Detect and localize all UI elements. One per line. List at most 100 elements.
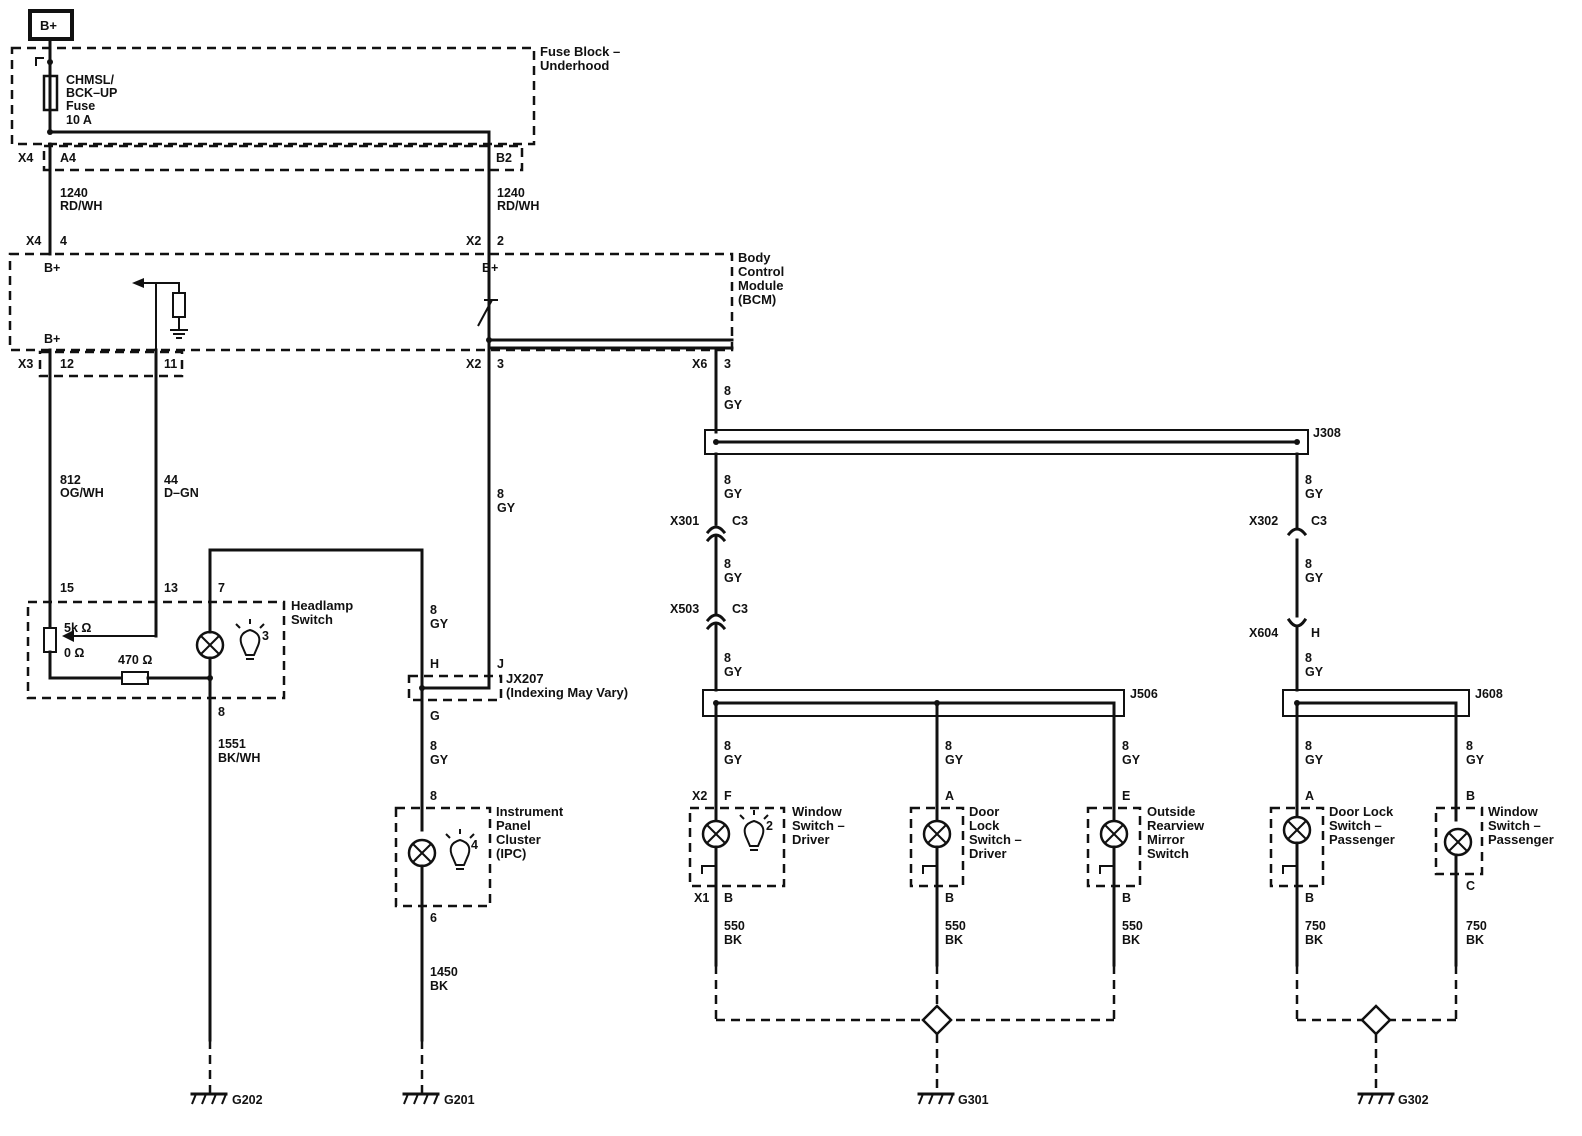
bcm-x2-top: X2 (466, 234, 481, 248)
wire-8-color-f: GY (1122, 753, 1141, 767)
wire-8-color-d: GY (724, 753, 743, 767)
chassis-ground-icon (917, 1092, 955, 1105)
ground-tap-icon (1099, 865, 1114, 874)
wire-1450-circuit: 1450 (430, 965, 458, 979)
x301-pin: C3 (732, 514, 748, 528)
ground-tap-icon (922, 865, 937, 874)
inline-x302: X302 C3 (1249, 514, 1327, 546)
ground-bus-g301 (714, 965, 1116, 1094)
wire-550-color-a: BK (724, 933, 742, 947)
window-driver-title-2: Switch – (792, 818, 845, 833)
bcm-bplus-left: B+ (44, 261, 60, 275)
wire-8-circuit-i: 8 (1305, 651, 1312, 665)
mirror-title-4: Switch (1147, 846, 1189, 861)
x604-label: X604 (1249, 626, 1278, 640)
g301-label: G301 (958, 1093, 989, 1107)
bcm-x6-pin: 3 (724, 357, 731, 371)
j506-label: J506 (1130, 687, 1158, 701)
window-driver-x2: X2 (692, 789, 707, 803)
window-pass-title-2: Switch – (1488, 818, 1541, 833)
wire-8-circuit-j: 8 (1305, 739, 1312, 753)
wire-8-circuit-ipc: 8 (430, 739, 437, 753)
bcm-x4: X4 (26, 234, 41, 248)
wire-1240-right-circuit: 1240 (497, 186, 525, 200)
ipc-pin-8: 8 (430, 789, 437, 803)
fuse-label-3: Fuse (66, 99, 95, 113)
lamp-icon (701, 819, 731, 849)
wire-8-color-j: GY (1305, 753, 1324, 767)
wire-550-circuit-b: 550 (945, 919, 966, 933)
mirror-title-2: Rearview (1147, 818, 1205, 833)
g302-label: G302 (1398, 1093, 1429, 1107)
jx207-title-2: (Indexing May Vary) (506, 685, 628, 700)
wire-44-color: D–GN (164, 486, 199, 500)
jx207-pin-h: H (430, 657, 439, 671)
wire-8-circuit-jx: 8 (497, 487, 504, 501)
wire-8-circuit-ipc-top: 8 (430, 603, 437, 617)
lamp-icon (195, 630, 225, 660)
wire-8-circuit-a: 8 (724, 473, 731, 487)
wire-8-circuit-b: 8 (724, 557, 731, 571)
g201-label: G201 (444, 1093, 475, 1107)
headlamp-switch-title-2: Switch (291, 612, 333, 627)
splice-j506: J506 (702, 687, 1158, 718)
instrument-panel-cluster: Instrument Panel Cluster (IPC) 8 6 4 (394, 789, 564, 925)
lamp-icon (1443, 827, 1473, 857)
wire-8-color-a: GY (724, 487, 743, 501)
wire-8-color-jx: GY (497, 501, 516, 515)
x604-pin: H (1311, 626, 1320, 640)
bcm-x2-bottom-pin: 3 (497, 357, 504, 371)
fuse-label-4: 10 A (66, 113, 92, 127)
door-lock-pass-title-2: Switch – (1329, 818, 1382, 833)
potentiometer-icon (43, 627, 57, 653)
bcm-title-1: Body (738, 250, 771, 265)
lamp-icon (1099, 819, 1129, 849)
wire-8-color-b: GY (724, 571, 743, 585)
door-lock-driver-title-3: Switch – (969, 832, 1022, 847)
headlamp-pin8: 8 (218, 705, 225, 719)
ground-g202: G202 (190, 1092, 263, 1107)
fuse-block-title-1: Fuse Block – (540, 44, 620, 59)
bcm-x3-pin11: 11 (164, 357, 177, 371)
wire-8-circuit-d: 8 (724, 739, 731, 753)
wire-8-circuit-e: 8 (945, 739, 952, 753)
wire-8-color-i: GY (1305, 665, 1324, 679)
window-pass-pin-c: C (1466, 879, 1475, 893)
splice-j308: J308 (704, 426, 1341, 455)
wire-8-color-ipc-top: GY (430, 617, 449, 631)
door-lock-driver-title-4: Driver (969, 846, 1007, 861)
lamp-icon (1282, 815, 1312, 845)
inline-x503: X503 C3 (670, 602, 748, 631)
jx207-connector: H J G JX207 (Indexing May Vary) (407, 657, 628, 723)
wire-750-color-a: BK (1305, 933, 1323, 947)
ground-g302: G302 (1357, 1092, 1429, 1107)
window-driver-pin-b: B (724, 891, 733, 905)
wire-812-circuit: 812 (60, 473, 81, 487)
ipc-title-1: Instrument (496, 804, 564, 819)
wire-1240-left-circuit: 1240 (60, 186, 88, 200)
bcm-x3-pin12: 12 (60, 357, 74, 371)
chassis-ground-icon (402, 1092, 440, 1105)
j308-label: J308 (1313, 426, 1341, 440)
battery-label: B+ (40, 18, 57, 33)
door-lock-pass-title-3: Passenger (1329, 832, 1395, 847)
x302-pin: C3 (1311, 514, 1327, 528)
headlamp-pin15: 15 (60, 581, 74, 595)
wiper-arrow-icon (62, 630, 74, 642)
wire-8-color-g: GY (1305, 487, 1324, 501)
wire-44-circuit: 44 (164, 473, 178, 487)
splice-j608: J608 (1282, 687, 1503, 717)
window-pass-pin-b: B (1466, 789, 1475, 803)
ipc-title-3: Cluster (496, 832, 541, 847)
door-lock-switch-passenger: Door Lock Switch – Passenger A B (1269, 789, 1395, 905)
bulb-icon (739, 810, 769, 851)
bcm-bplus-low: B+ (44, 332, 60, 346)
wire-8-circuit-h: 8 (1305, 557, 1312, 571)
wire-8-circuit-k: 8 (1466, 739, 1473, 753)
mirror-pin-e: E (1122, 789, 1130, 803)
mirror-pin-b: B (1122, 891, 1131, 905)
wire-550-color-b: BK (945, 933, 963, 947)
bcm-x2-top-pin: 2 (497, 234, 504, 248)
fuse-label-1: CHMSL/ (66, 73, 114, 87)
ipc-pin-6: 6 (430, 911, 437, 925)
